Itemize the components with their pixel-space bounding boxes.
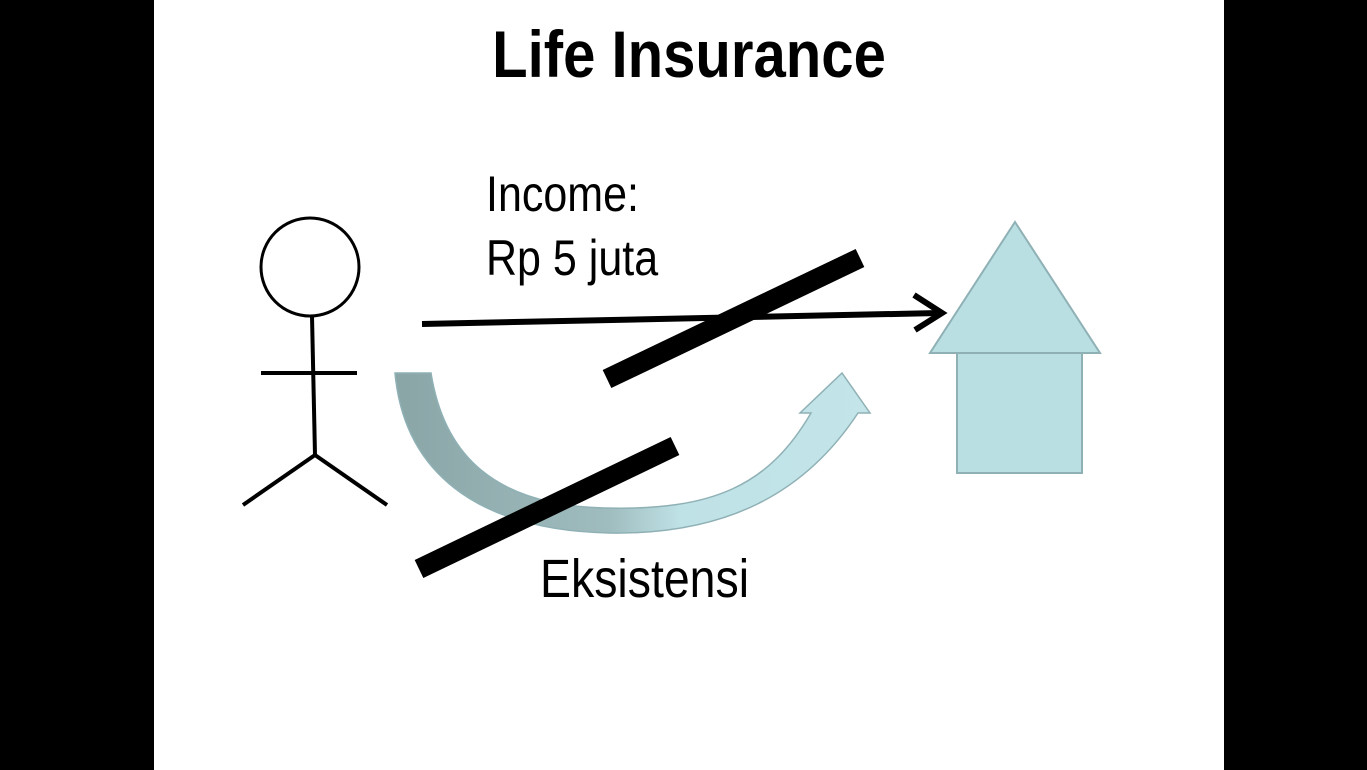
diagram-canvas	[241, 216, 1102, 579]
person-figure	[241, 216, 389, 507]
person-body	[310, 315, 317, 456]
person-head	[259, 216, 361, 318]
existence-strike-bar	[414, 436, 680, 579]
person-right-leg	[313, 453, 389, 507]
income-label-line1: Income:	[486, 166, 639, 222]
existence-curved-arrow	[394, 371, 872, 534]
income-arrow	[421, 292, 948, 333]
house-icon	[928, 220, 1102, 474]
slide: Life Insurance Income: Rp 5 juta Eksiste…	[154, 0, 1224, 770]
house-roof	[928, 220, 1102, 354]
slide-title: Life Insurance	[492, 17, 886, 91]
person-left-leg	[241, 453, 317, 507]
income-label-line2: Rp 5 juta	[486, 230, 659, 286]
existence-label: Eksistensi	[540, 549, 750, 609]
income-strike-bar	[602, 248, 865, 389]
house-body	[956, 352, 1083, 474]
income-label: Income: Rp 5 juta	[486, 162, 658, 290]
